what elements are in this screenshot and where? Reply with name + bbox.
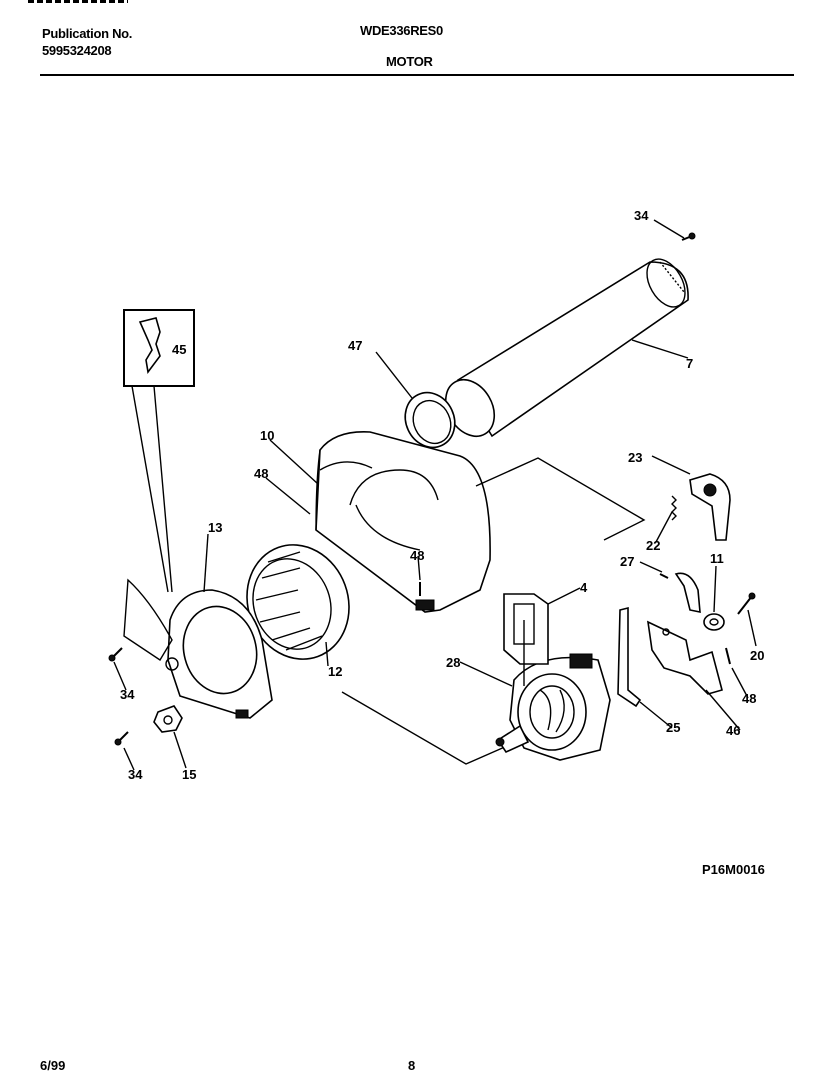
footer-page: 8 bbox=[408, 1058, 415, 1073]
exhaust-duct-part bbox=[444, 258, 689, 438]
callout-15: 15 bbox=[182, 767, 196, 782]
header-mark bbox=[28, 0, 128, 3]
callout-34-bottom: 34 bbox=[128, 767, 143, 782]
leader-lines bbox=[113, 219, 757, 771]
callout-22: 22 bbox=[646, 538, 660, 553]
callout-48-housing: 48 bbox=[254, 466, 268, 481]
motor-mount-outline-lower bbox=[341, 691, 517, 765]
callout-48-plate: 48 bbox=[742, 691, 756, 706]
fasteners bbox=[108, 232, 756, 746]
callout-25: 25 bbox=[666, 720, 680, 735]
clip-inset-box bbox=[123, 309, 195, 593]
callout-13: 13 bbox=[208, 520, 222, 535]
idler-plate-part bbox=[646, 620, 723, 695]
blower-housing-part bbox=[315, 431, 491, 613]
callout-23: 23 bbox=[628, 450, 642, 465]
diagram-code: P16M0016 bbox=[702, 862, 765, 877]
callout-11: 11 bbox=[710, 551, 724, 566]
callout-20: 20 bbox=[750, 648, 764, 663]
callout-7: 7 bbox=[686, 356, 693, 371]
idler-pulley-part bbox=[703, 613, 725, 631]
blower-cover-part bbox=[123, 578, 273, 719]
drive-motor-part bbox=[495, 653, 611, 761]
motor-bracket-part bbox=[503, 593, 549, 665]
callout-27: 27 bbox=[620, 554, 634, 569]
callout-48-center: 48 bbox=[410, 548, 424, 563]
callout-45: 45 bbox=[172, 342, 186, 357]
callout-34-screw-top: 34 bbox=[634, 208, 649, 223]
idler-arm-part bbox=[617, 606, 642, 708]
callout-46: 46 bbox=[726, 723, 740, 738]
callout-28: 28 bbox=[446, 655, 460, 670]
spring-part bbox=[671, 495, 677, 521]
blower-wheel-part bbox=[246, 544, 350, 660]
spring-bracket-part bbox=[674, 572, 701, 613]
connector-part bbox=[153, 705, 183, 733]
duct-seal-part bbox=[404, 391, 456, 449]
publication-number: 5995324208 bbox=[42, 43, 112, 58]
header-rule bbox=[40, 74, 794, 76]
callout-12: 12 bbox=[328, 664, 342, 679]
callout-47: 47 bbox=[348, 338, 362, 353]
callout-34-cover: 34 bbox=[120, 687, 135, 702]
footer-date: 6/99 bbox=[40, 1058, 65, 1073]
switch-part bbox=[689, 473, 731, 541]
model-number: WDE336RES0 bbox=[360, 23, 443, 38]
section-title: MOTOR bbox=[386, 54, 433, 69]
publication-label: Publication No. bbox=[42, 26, 133, 41]
motor-mount-outline bbox=[475, 457, 646, 541]
callout-10: 10 bbox=[260, 428, 274, 443]
callout-4: 4 bbox=[580, 580, 588, 595]
